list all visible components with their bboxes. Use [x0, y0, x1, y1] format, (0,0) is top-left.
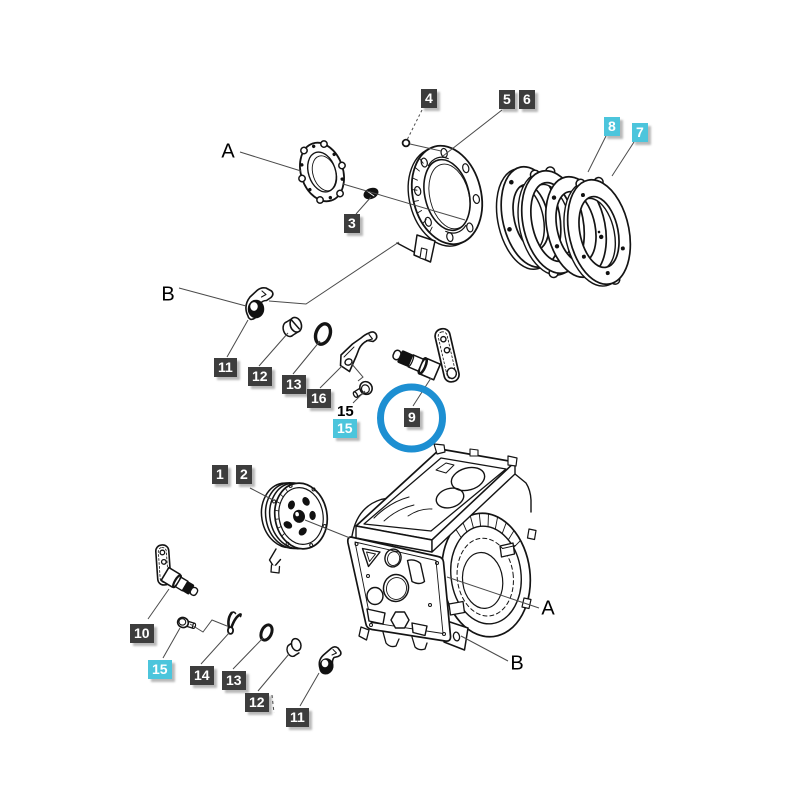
brake-housing-ring-drawing	[396, 144, 484, 263]
part-label-8[interactable]: 8	[604, 117, 620, 136]
brake-disc-stack-drawing	[495, 165, 632, 287]
ref-letter-b-top: B	[161, 283, 175, 306]
part-15-bolt-middle-drawing	[352, 380, 373, 398]
part-label-11-top[interactable]: 11	[214, 358, 237, 377]
part-10-lever-shaft-drawing	[154, 544, 199, 597]
highlight-circle	[377, 383, 446, 453]
part-9-lever-shaft-drawing	[392, 327, 460, 383]
part-label-12-bottom[interactable]: 12	[245, 693, 269, 712]
leader-lines	[147, 109, 635, 714]
part-12-bushing-middle-drawing	[282, 316, 303, 338]
part-13-oring-middle-drawing	[313, 322, 333, 346]
ref-letter-b-housing: B	[510, 652, 524, 675]
part-label-1[interactable]: 1	[212, 465, 228, 484]
flange-plate-drawing	[298, 140, 346, 204]
part-label-13-top[interactable]: 13	[282, 375, 306, 394]
part-label-3[interactable]: 3	[344, 214, 360, 233]
part-label-10[interactable]: 10	[130, 624, 154, 643]
transmission-housing-drawing	[346, 443, 537, 651]
part-13-oring-bottom-drawing	[259, 623, 274, 642]
part-11-cam-bottom-drawing	[318, 646, 342, 675]
ref-letter-a-housing: A	[541, 597, 555, 620]
part-4-pin-drawing	[401, 138, 411, 148]
part-label-4[interactable]: 4	[421, 89, 437, 108]
part-14-fork-drawing	[226, 611, 242, 635]
ref-letter-a-top: A	[221, 140, 235, 163]
part-label-15-top[interactable]: 15	[333, 419, 357, 438]
part-label-9[interactable]: 9	[404, 408, 420, 427]
brake-actuator-disc-drawing	[260, 482, 329, 574]
part-16-bracket-drawing	[339, 331, 378, 373]
part-label-5[interactable]: 5	[499, 90, 515, 109]
part-label-14[interactable]: 14	[190, 666, 214, 685]
part-label-6[interactable]: 6	[519, 90, 535, 109]
part-label-7[interactable]: 7	[632, 123, 648, 142]
part-label-12-top[interactable]: 12	[248, 367, 272, 386]
part-label-11-bottom[interactable]: 11	[286, 708, 309, 727]
part-11-cam-middle-drawing	[245, 286, 274, 321]
ghost-part-number-15: 15	[337, 403, 354, 420]
part-label-15-bottom[interactable]: 15	[148, 660, 172, 679]
part-label-2[interactable]: 2	[236, 465, 252, 484]
part-12-bushing-bottom-drawing	[286, 637, 302, 658]
part-label-13-bottom[interactable]: 13	[222, 671, 246, 690]
part-3-pin-drawing	[363, 187, 379, 200]
part-label-16[interactable]: 16	[307, 389, 331, 408]
